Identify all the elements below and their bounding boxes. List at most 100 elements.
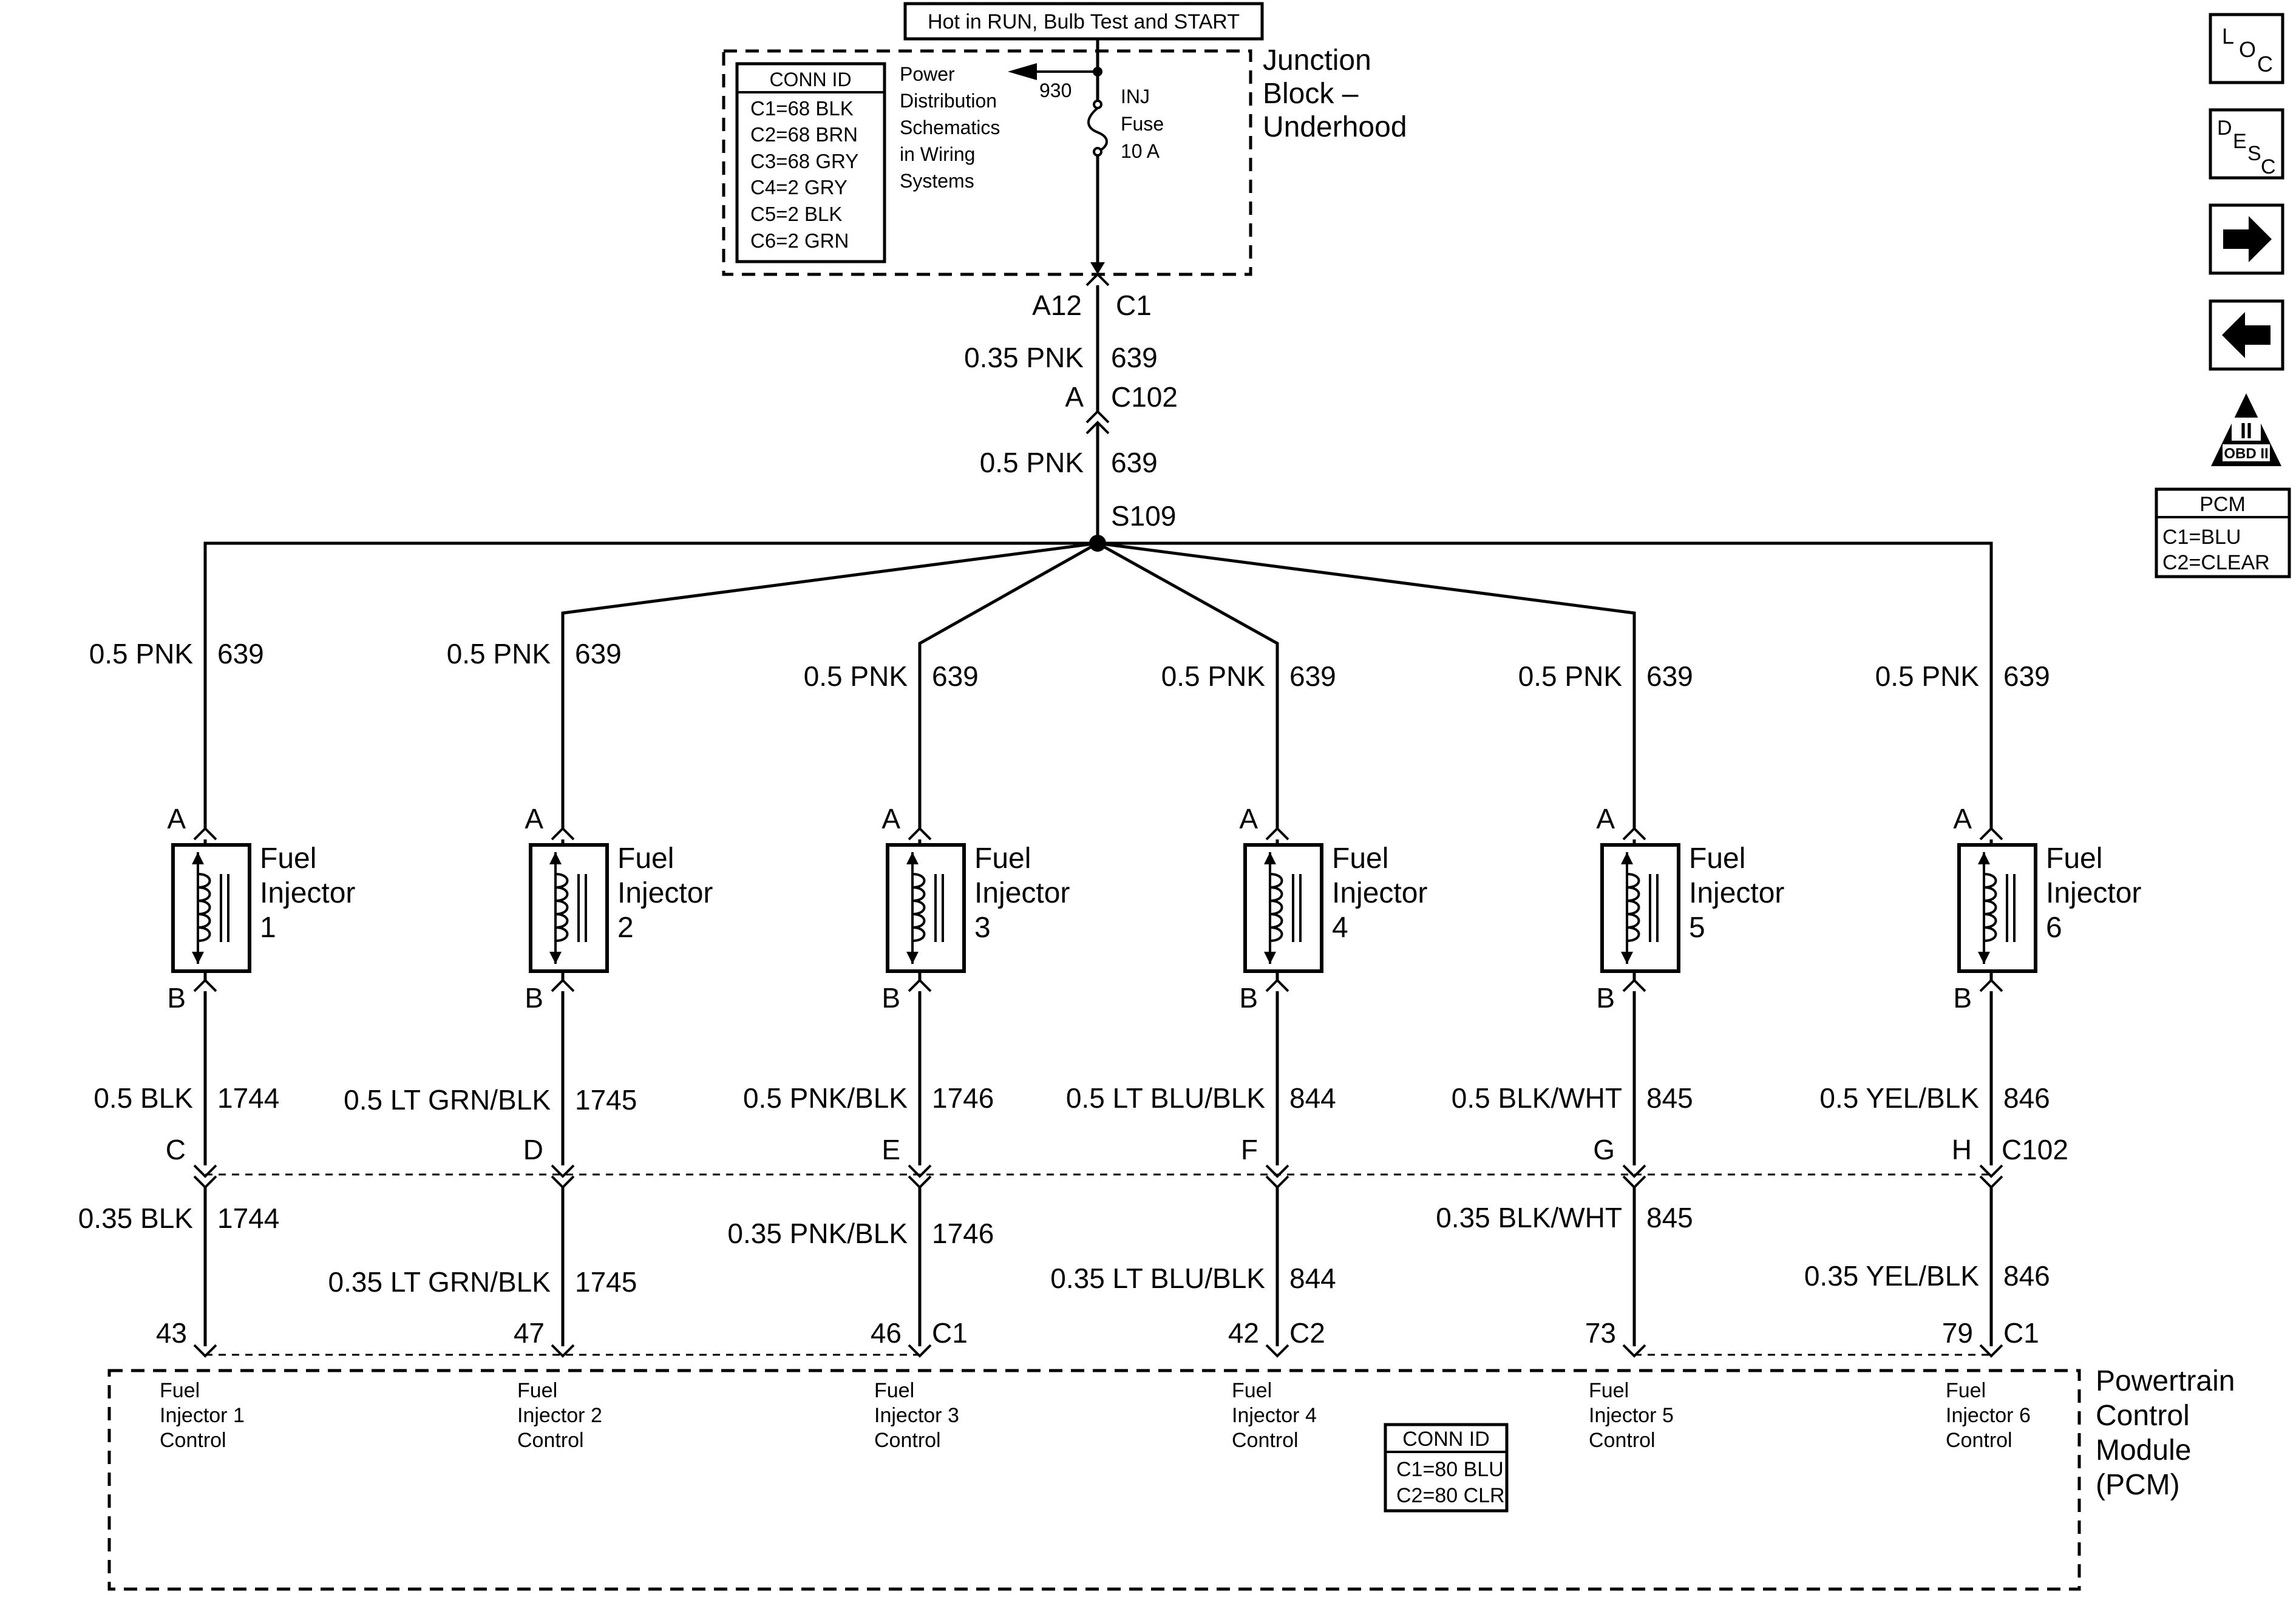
injector-number: 5 (1689, 912, 1705, 944)
feed-wire: 0.5 PNK (980, 447, 1084, 478)
injector-number: 2 (617, 912, 634, 944)
c102-connector (193, 1164, 217, 1178)
power-distribution-reference[interactable]: Power Distribution Schematics in Wiring … (900, 63, 1000, 192)
injector-control-circuit: 1745 (575, 1084, 637, 1116)
injector-box (1243, 843, 1323, 973)
pcm-title: Powertrain (2096, 1365, 2235, 1397)
c102-pin: F (1241, 1134, 1258, 1165)
injector-title: Injector (617, 877, 713, 909)
junction-conn-id-box: CONN ID C1=68 BLK C2=68 BRN C3=68 GRY C4… (735, 62, 886, 263)
pcm-wire: 0.35 YEL/BLK (1804, 1260, 1979, 1292)
injector-title: Fuel (2046, 842, 2102, 875)
pcm-input-label: Injector 1 (160, 1404, 245, 1427)
pcm-pin: 46 (871, 1317, 902, 1349)
junction-block: CONN ID C1=68 BLK C2=68 BRN C3=68 GRY C4… (722, 44, 1407, 276)
pcm-input-label: Control (874, 1429, 941, 1452)
coil-icon (555, 873, 569, 942)
injector-control-wire: 0.5 LT BLU/BLK (1066, 1082, 1265, 1114)
pcm-circuit: 1746 (932, 1218, 994, 1249)
fuse-symbol (1087, 100, 1108, 157)
pcm-input-label: Fuel (160, 1379, 200, 1402)
injector-box (529, 843, 609, 973)
pcm-input-label: Injector 3 (874, 1404, 959, 1427)
feed-pin: A12 (1032, 290, 1082, 321)
feed-circuit: 639 (1111, 447, 1158, 478)
injector-title: Fuel (260, 842, 316, 875)
power-condition-text: Hot in RUN, Bulb Test and START (928, 10, 1240, 33)
next-page-button[interactable] (2209, 203, 2284, 275)
pcm-input-label: Fuel (1589, 1379, 1629, 1402)
junction-conn-id-title: CONN ID (769, 69, 851, 90)
injector-control-circuit: 1744 (217, 1082, 279, 1114)
pcm-input-label: Control (517, 1429, 584, 1452)
pcm-input-label: Control (1589, 1429, 1656, 1452)
feed-circuit: 639 (1111, 342, 1158, 373)
pcm-input-label: Injector 2 (517, 1404, 602, 1427)
injector-supply-circuit: 639 (575, 638, 622, 670)
pcm-wire: 0.35 LT BLU/BLK (1050, 1263, 1265, 1294)
pcm-pin: 42 (1228, 1317, 1259, 1349)
loc-letter: O (2239, 37, 2256, 62)
pcm-title: Control (2096, 1400, 2190, 1432)
power-dist-line: Distribution (900, 90, 997, 112)
desc-button[interactable]: D E S C (2209, 108, 2284, 180)
injector-supply-circuit: 639 (2003, 660, 2050, 692)
pcm-conn-id: C1=80 BLU (1396, 1458, 1504, 1481)
c102-connector (551, 1164, 575, 1178)
pcm-wire: 0.35 BLK/WHT (1436, 1202, 1622, 1233)
pcm-box-line: C2=CLEAR (2162, 551, 2270, 574)
injector-control-wire: 0.5 PNK/BLK (743, 1082, 908, 1114)
injector-title: Fuel (974, 842, 1031, 875)
coil-icon (1626, 873, 1640, 942)
pcm-conn-id-box: CONN ID C1=80 BLU C2=80 CLR (1384, 1423, 1509, 1513)
arrow-left-icon (2222, 312, 2271, 358)
c102-pin: G (1593, 1134, 1615, 1165)
c102-pin: A (1065, 381, 1084, 413)
obd-roman: II (2240, 418, 2252, 443)
injector-title: Fuel (1332, 842, 1388, 875)
injector-supply-wire: 0.5 PNK (447, 638, 551, 670)
obd-ii-button[interactable]: II OBD II (2211, 393, 2281, 466)
feed-connector: C1 (1116, 290, 1152, 321)
power-dist-line: Schematics (900, 117, 1000, 138)
pcm-box-line: C1=BLU (2162, 526, 2241, 549)
injector-pin-b: B (1953, 982, 1972, 1014)
desc-letter: C (2261, 155, 2276, 178)
c102-pin: D (523, 1134, 543, 1165)
coil-icon (197, 873, 211, 942)
injector-supply-wire: 0.5 PNK (1161, 660, 1266, 692)
branch-wires (203, 541, 1993, 829)
previous-page-button[interactable] (2209, 299, 2284, 371)
injector-supply-circuit: 639 (932, 660, 979, 692)
injector-number: 6 (2046, 912, 2062, 944)
loc-button[interactable]: L O C (2209, 13, 2284, 84)
pcm-input-label: Control (160, 1429, 226, 1452)
c102-pin: E (881, 1134, 900, 1165)
injector-control-wire: 0.5 BLK (93, 1082, 193, 1114)
injector-pin-a: A (881, 803, 900, 835)
pcm-input-label: Fuel (874, 1379, 914, 1402)
pcm-input-label: Injector 4 (1232, 1404, 1317, 1427)
pcm-pin: 47 (514, 1317, 545, 1349)
injector-supply-circuit: 639 (1646, 660, 1693, 692)
injector-box (1600, 843, 1680, 973)
pcm-pin: 43 (156, 1317, 187, 1349)
injector-title: Injector (1332, 877, 1427, 909)
power-dist-line: Systems (900, 170, 974, 192)
c102-connector (908, 1164, 932, 1178)
junction-conn-id: C2=68 BRN (750, 123, 858, 146)
pcm-input-label: Injector 5 (1589, 1404, 1674, 1427)
pcm-connector: C2 (1289, 1317, 1325, 1349)
coil-icon (912, 873, 926, 942)
junction-conn-id: C6=2 GRN (750, 229, 849, 252)
pcm-circuit: 1744 (217, 1202, 279, 1234)
junction-conn-id: C4=2 GRY (750, 176, 847, 198)
injector-control-circuit: 844 (1289, 1082, 1336, 1114)
injector-control-wire: 0.5 LT GRN/BLK (344, 1084, 551, 1116)
injector-control-circuit: 846 (2003, 1082, 2050, 1114)
injector-control-wire: 0.5 BLK/WHT (1452, 1082, 1622, 1114)
